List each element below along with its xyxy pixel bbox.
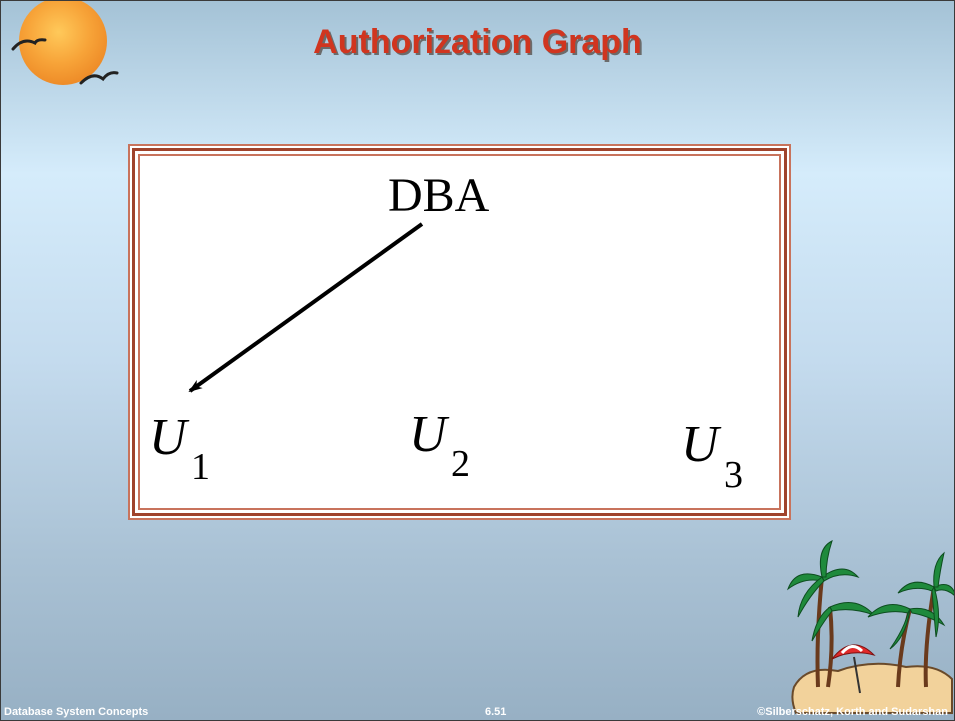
footer-copyright: ©Silberschatz, Korth and Sudarshan <box>757 706 948 718</box>
sun-with-birds-icon <box>11 1 119 85</box>
node-u2: U 2 <box>409 406 470 485</box>
node-u3-label: U <box>681 416 722 473</box>
slide-title: Authorization Graph <box>313 23 642 61</box>
node-dba: DBA <box>388 169 490 222</box>
node-u3: U 3 <box>681 416 743 496</box>
graph-canvas: DBA U 1 U 2 U 3 <box>149 169 743 496</box>
footer-page-number: 6.51 <box>485 706 507 718</box>
edge-dba-to-u1 <box>188 222 424 393</box>
node-u1-label: U <box>149 409 190 466</box>
authorization-graph: DBA U 1 U 2 U 3 <box>132 148 787 516</box>
node-u1: U 1 <box>149 409 210 488</box>
node-u3-subscript: 3 <box>724 454 743 496</box>
node-u2-subscript: 2 <box>451 443 470 485</box>
node-u2-label: U <box>409 406 450 463</box>
palm-island-beach-umbrella-icon <box>786 540 954 714</box>
node-u1-subscript: 1 <box>191 446 210 488</box>
footer-book-title: Database System Concepts <box>4 706 149 718</box>
